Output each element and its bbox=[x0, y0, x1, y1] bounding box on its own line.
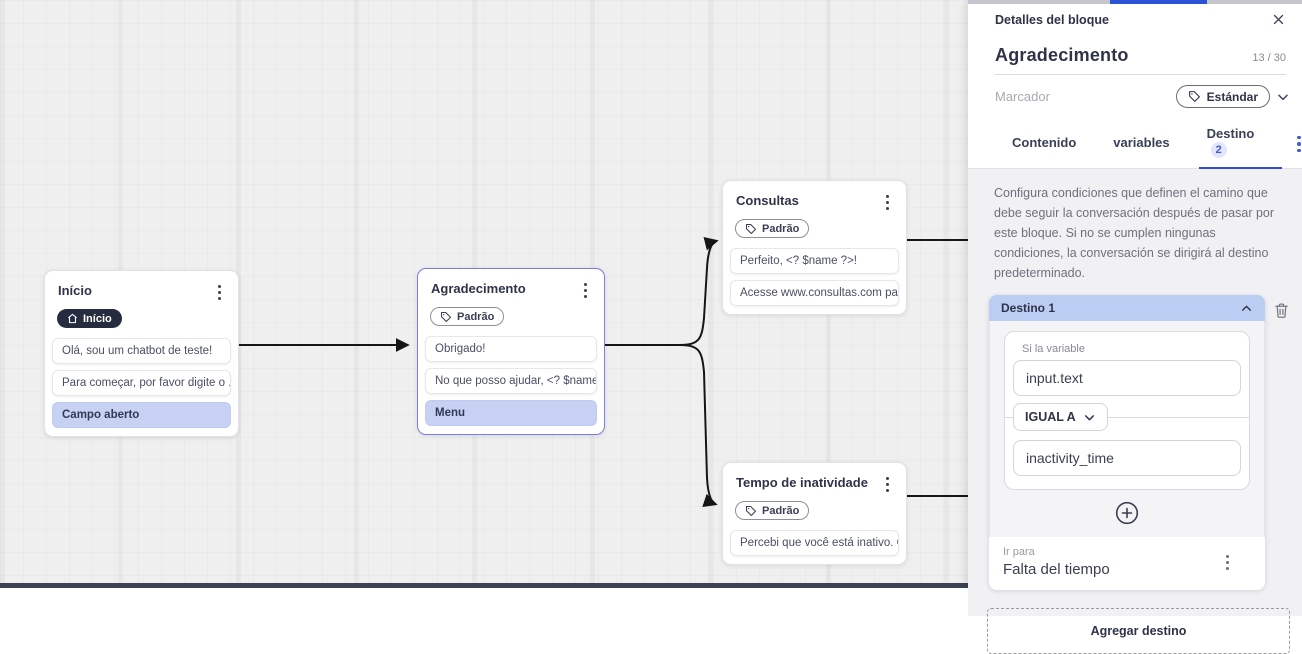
node-type-badge: Padrão bbox=[735, 501, 810, 520]
edge-agradecimento-consultas bbox=[605, 236, 719, 346]
divider bbox=[1005, 417, 1249, 418]
goto-value[interactable]: Falta del tiempo bbox=[1003, 561, 1110, 578]
home-icon bbox=[68, 313, 77, 324]
node-message[interactable]: Acesse www.consultas.com par... bbox=[730, 280, 899, 306]
node-menu-icon[interactable] bbox=[882, 475, 893, 494]
node-title: Início bbox=[58, 283, 92, 298]
destination-card: Destino 1 Si la variable input.text IGUA… bbox=[989, 295, 1265, 590]
tabs-menu-icon[interactable] bbox=[1293, 134, 1302, 155]
node-message[interactable]: Percebi que você está inativo. C... bbox=[730, 530, 899, 556]
canvas-bottom-bar bbox=[0, 583, 968, 588]
goto-menu-icon[interactable] bbox=[1222, 553, 1233, 572]
node-message[interactable]: Obrigado! bbox=[425, 336, 597, 362]
node-message[interactable]: Perfeito, <? $name ?>! bbox=[730, 248, 899, 274]
node-type-badge: Padrão bbox=[430, 307, 505, 326]
node-menu-icon[interactable] bbox=[214, 283, 225, 302]
tab-variables[interactable]: variables bbox=[1113, 134, 1170, 150]
value-input[interactable]: inactivity_time bbox=[1013, 440, 1241, 476]
destination-description: Configura condiciones que definen el cam… bbox=[994, 186, 1275, 280]
node-menu-icon[interactable] bbox=[882, 193, 893, 212]
tab-destino[interactable]: Destino2 bbox=[1198, 120, 1282, 169]
destino-count-badge: 2 bbox=[1210, 142, 1227, 158]
node-message[interactable]: No que posso ajudar, <? $name ... bbox=[425, 368, 597, 394]
node-title: Consultas bbox=[736, 193, 799, 208]
chevron-up-icon[interactable] bbox=[1240, 302, 1253, 315]
goto-section: Ir para Falta del tiempo bbox=[989, 537, 1265, 590]
node-tempo-inatividade[interactable]: Tempo de inatividade Padrão Percebi que … bbox=[722, 462, 907, 565]
condition-label: Si la variable bbox=[1022, 343, 1085, 355]
tag-icon bbox=[745, 505, 757, 516]
node-type-badge: Padrão bbox=[735, 219, 810, 238]
tag-icon bbox=[1188, 91, 1200, 102]
variable-input[interactable]: input.text bbox=[1013, 360, 1241, 396]
node-message-highlighted[interactable]: Campo aberto bbox=[52, 402, 231, 428]
panel-title: Detalles del bloque bbox=[995, 12, 1109, 27]
node-consultas[interactable]: Consultas Padrão Perfeito, <? $name ?>! … bbox=[722, 180, 907, 315]
node-menu-icon[interactable] bbox=[580, 281, 591, 300]
panel-top-scrollbar-thumb[interactable] bbox=[1110, 0, 1207, 4]
marker-label: Marcador bbox=[995, 89, 1050, 104]
node-title: Tempo de inatividade bbox=[736, 475, 868, 490]
node-message[interactable]: Olá, sou um chatbot de teste! bbox=[52, 338, 231, 364]
destination-card-header[interactable]: Destino 1 bbox=[989, 295, 1265, 321]
tag-icon bbox=[440, 311, 452, 322]
node-type-badge: Início bbox=[57, 309, 122, 328]
close-icon[interactable] bbox=[1271, 12, 1286, 27]
goto-label: Ir para bbox=[1003, 546, 1035, 558]
flow-canvas[interactable]: Início Início Olá, sou um chatbot de tes… bbox=[0, 0, 968, 588]
node-title: Agradecimento bbox=[431, 281, 526, 296]
tag-icon bbox=[745, 223, 757, 234]
add-condition-icon[interactable] bbox=[1115, 501, 1139, 525]
delete-destination-icon[interactable] bbox=[1273, 302, 1290, 319]
chevron-down-icon bbox=[1084, 414, 1094, 420]
condition-card: Si la variable input.text IGUAL A inacti… bbox=[1004, 331, 1250, 490]
node-inicio[interactable]: Início Início Olá, sou um chatbot de tes… bbox=[44, 270, 239, 437]
node-agradecimento[interactable]: Agradecimento Padrão Obrigado! No que po… bbox=[417, 268, 605, 435]
tab-contenido[interactable]: Contenido bbox=[1012, 134, 1077, 150]
node-message-highlighted[interactable]: Menu bbox=[425, 400, 597, 426]
chevron-down-icon[interactable] bbox=[1276, 90, 1290, 104]
char-count: 13 / 30 bbox=[1252, 52, 1286, 64]
block-name-input[interactable]: Agradecimento bbox=[995, 45, 1129, 65]
add-destination-button[interactable]: Agregar destino bbox=[987, 608, 1290, 654]
edge-agradecimento-tempo bbox=[605, 344, 718, 508]
block-details-panel: Detalles del bloque Agradecimento 13 / 3… bbox=[968, 0, 1302, 654]
operator-select[interactable]: IGUAL A bbox=[1013, 403, 1108, 431]
marker-select[interactable]: Estándar bbox=[1175, 85, 1270, 108]
panel-top-scrollbar[interactable] bbox=[968, 0, 1302, 4]
node-message[interactable]: Para começar, por favor digite o ... bbox=[52, 370, 231, 396]
